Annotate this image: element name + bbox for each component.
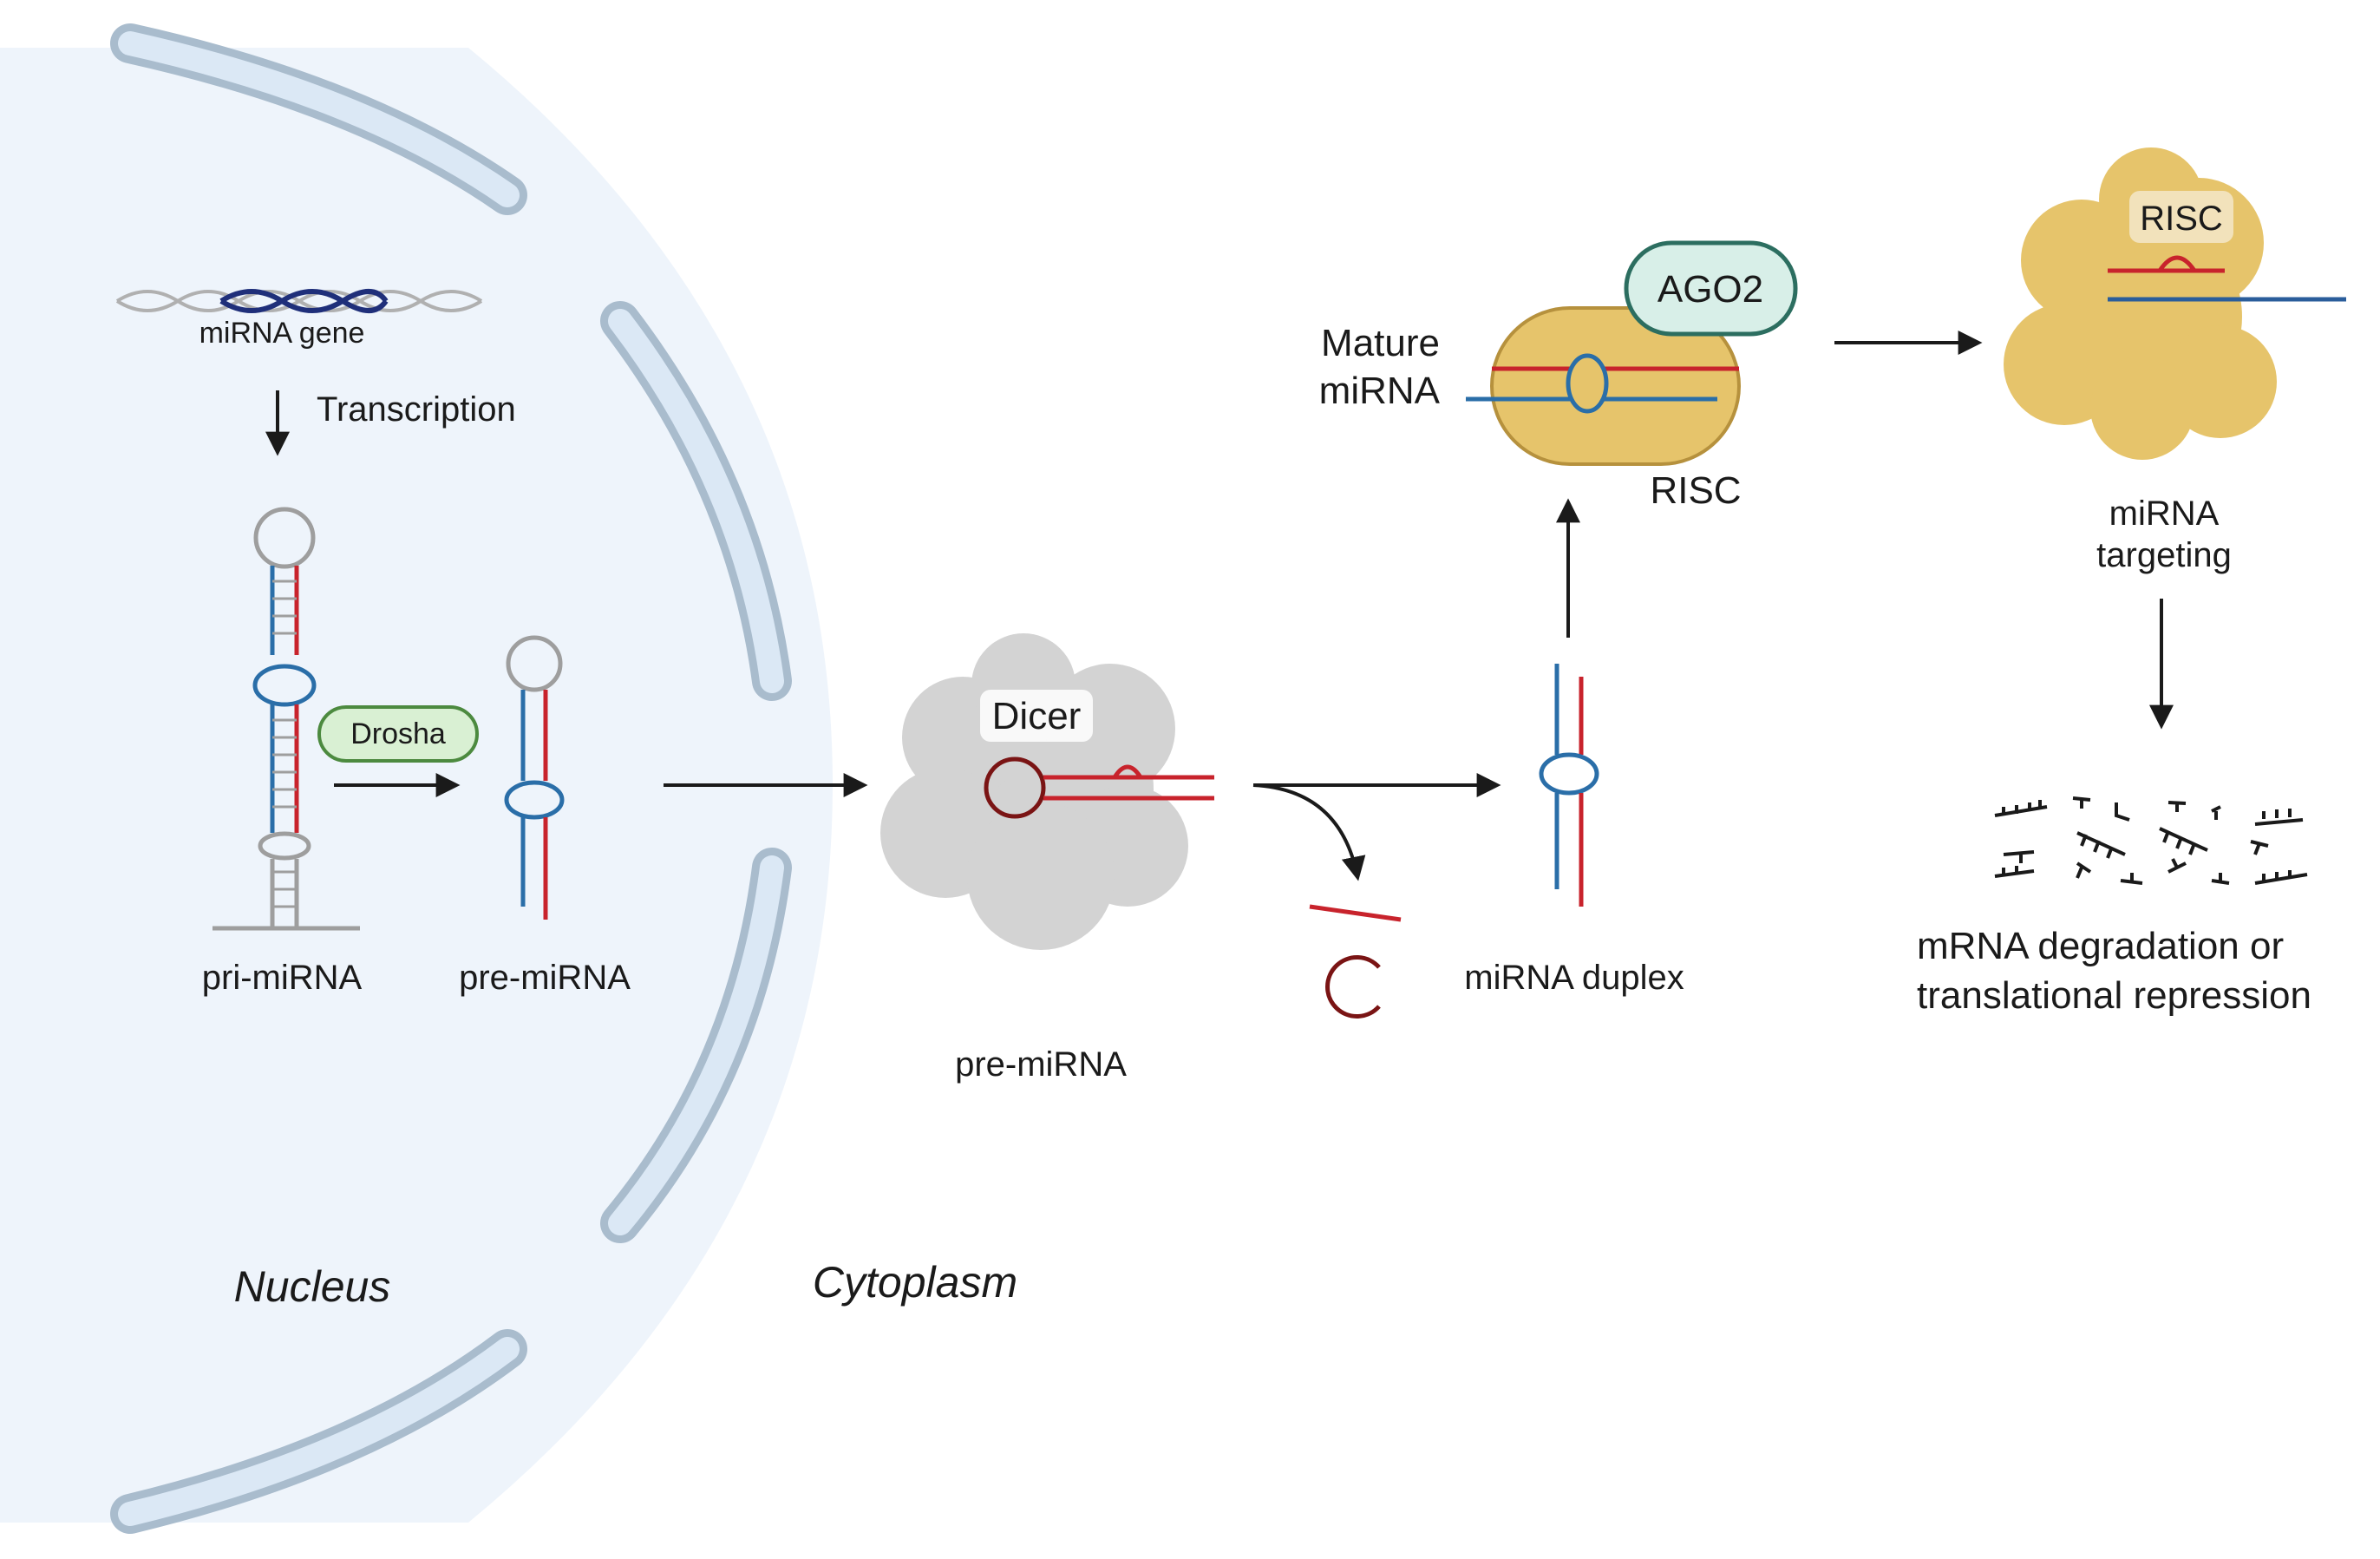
dicer-badge — [980, 690, 1093, 742]
nucleus-label: Nucleus — [234, 1262, 391, 1311]
targeting-label-line1: miRNA — [2109, 495, 2220, 533]
drosha-enzyme — [317, 705, 479, 763]
dna-helix-icon — [115, 289, 483, 313]
dicer-enzyme — [880, 633, 1188, 950]
pre-mirna-hairpin-icon — [504, 635, 565, 920]
targeting-label-line2: targeting — [2096, 536, 2232, 574]
ago2-protein — [1624, 240, 1798, 337]
outcome-label-line2: translational repression — [1917, 974, 2311, 1017]
risc-complex — [1490, 306, 1741, 466]
pri-mirna-hairpin-icon — [212, 507, 360, 931]
nuclear-envelope — [110, 23, 792, 1534]
risc-target-badge — [2129, 191, 2233, 243]
pri-mirna-basepairs — [272, 580, 297, 908]
target-mrna-icon — [2108, 255, 2346, 302]
pre-mirna-nucleus-label: pre-miRNA — [459, 959, 631, 997]
drosha-label: Drosha — [350, 717, 446, 750]
outcome-label-line1: mRNA degradation or — [1917, 925, 2284, 967]
mature-mirna-label-line2: miRNA — [1319, 370, 1441, 412]
pre-mirna-cytoplasm-label: pre-miRNA — [955, 1045, 1127, 1084]
mrna-fragments-icon — [1994, 796, 2308, 885]
pri-mirna-label: pri-miRNA — [202, 959, 363, 997]
mirna-gene-label: miRNA gene — [199, 317, 365, 350]
released-loop-icon — [1309, 904, 1402, 1019]
risc-complex-label: RISC — [1650, 469, 1741, 512]
loop-release-arrow — [1252, 783, 1366, 881]
mirna-duplex-icon — [1539, 664, 1599, 907]
mature-mirna-label-line1: Mature — [1321, 322, 1440, 364]
dicer-label: Dicer — [992, 695, 1082, 737]
ago2-label: AGO2 — [1658, 268, 1763, 311]
mirna-duplex-label: miRNA duplex — [1464, 959, 1684, 997]
transcription-label: Transcription — [317, 390, 516, 429]
risc-target-label: RISC — [2140, 200, 2223, 238]
mature-mirna-strand-icon — [1466, 353, 1739, 414]
cytoplasm-label: Cytoplasm — [813, 1258, 1017, 1307]
dicer-substrate-icon — [984, 757, 1214, 819]
